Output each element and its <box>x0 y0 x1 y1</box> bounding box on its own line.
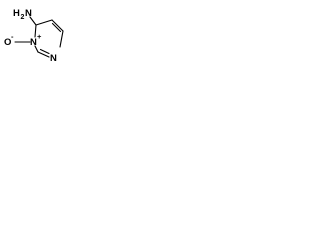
oxide-oxygen-label: O - <box>4 32 14 48</box>
bond-c5-c6-double <box>51 22 62 33</box>
bond-n3-c4 <box>34 24 37 38</box>
bond-c4-amine <box>29 16 37 26</box>
oxygen-charge-label: - <box>11 32 14 41</box>
bond-c5-c6 <box>51 19 64 32</box>
bond-n1-c2-double <box>39 48 50 55</box>
substituent-bonds <box>14 16 37 43</box>
amine-h-count: 2 <box>21 14 25 21</box>
bond-c4-c5 <box>35 19 53 26</box>
molecule-structure-diagram: H 2 N O - N + N <box>4 8 64 64</box>
bond-c6-n1 <box>59 30 64 48</box>
ring-n-oxide-charge-label: + <box>37 32 42 41</box>
amine-h-label: H <box>13 8 20 19</box>
ring-n-lower-label: N <box>50 53 57 64</box>
ring-n-oxide-atom-label: N <box>30 37 37 48</box>
ring-n-lower-atom-label: N <box>50 53 57 64</box>
ring-n-oxide-label: N + <box>30 32 42 48</box>
bond-c2-n3 <box>34 45 39 53</box>
ring-bonds <box>34 19 64 58</box>
amine-group-label: H 2 N <box>13 8 32 21</box>
oxygen-atom-label: O <box>4 37 11 48</box>
bond-n1-c2 <box>37 51 50 58</box>
amine-n-label: N <box>25 8 32 19</box>
